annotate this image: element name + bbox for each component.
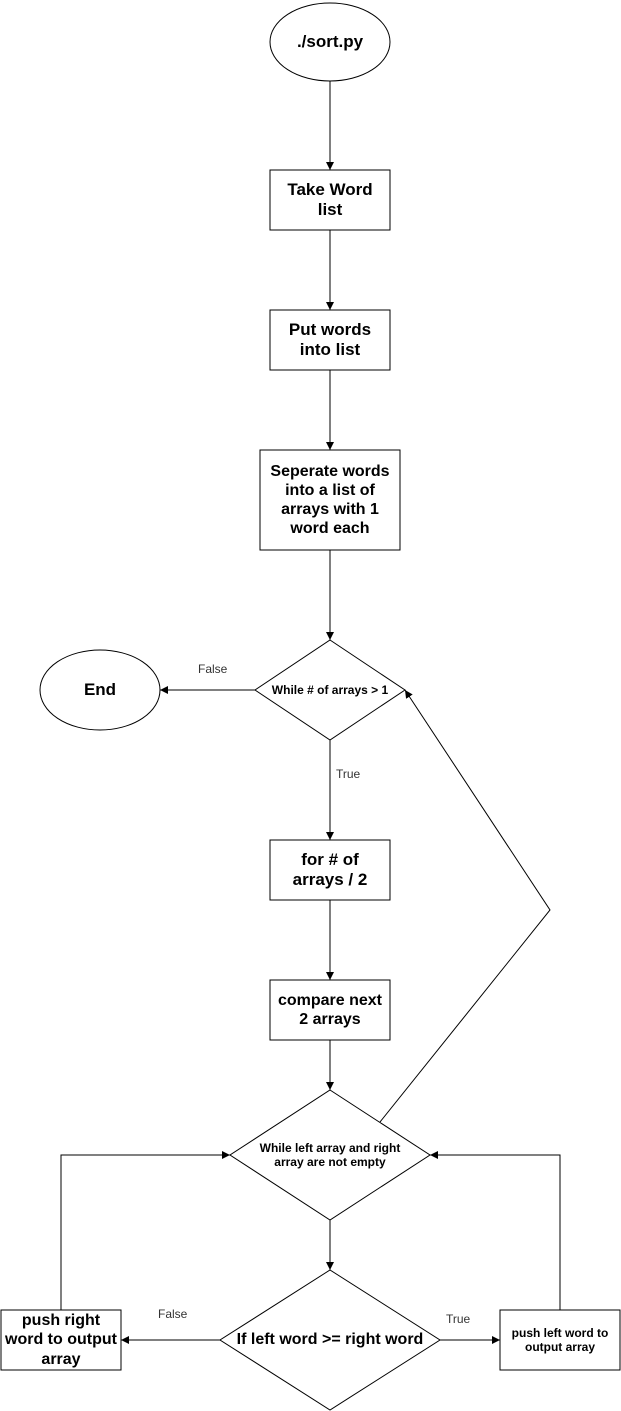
if-false-label: False <box>156 1307 190 1321</box>
for-arrays-label: for # of arrays / 2 <box>292 849 368 889</box>
end-label: End <box>83 679 117 699</box>
separate-words-label: Seperate words into a list of arrays wit… <box>270 462 390 538</box>
edge-while-lr-loop-back <box>379 689 551 1123</box>
push-right-label: push right word to output array <box>5 1312 117 1368</box>
start-label: ./sort.py <box>296 31 364 51</box>
separate-words-box <box>259 449 401 551</box>
push-right-box <box>0 1309 122 1371</box>
for-arrays-box <box>269 839 391 901</box>
edge-push-left-loop <box>430 1151 561 1310</box>
compare-next-label: compare next 2 arrays <box>277 991 383 1028</box>
edge-push-right-loop <box>60 1151 230 1310</box>
push-left-label: push left word to output array <box>511 1325 609 1354</box>
if-left-right-diamond <box>219 1269 441 1411</box>
push-left-box <box>499 1309 621 1371</box>
while-false-label: False <box>196 662 230 676</box>
take-word-list-box <box>269 169 391 231</box>
put-words-label: Put words into list <box>288 319 372 359</box>
while-left-right-label: While left array and right array are not… <box>259 1140 401 1169</box>
if-left-right-label: If left word >= right word <box>236 1331 424 1349</box>
while-arrays-label: While # of arrays > 1 <box>271 682 389 697</box>
if-true-label: True <box>444 1312 473 1326</box>
while-true-label: True <box>334 767 363 781</box>
take-word-list-label: Take Word list <box>287 179 373 219</box>
